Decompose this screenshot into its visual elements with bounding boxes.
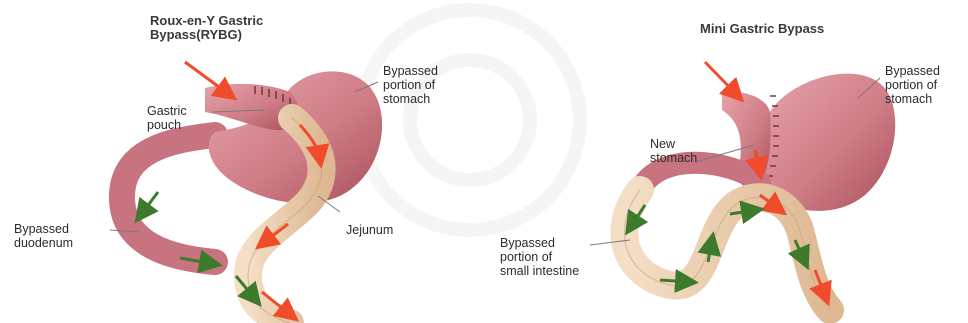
mgb-duodenum bbox=[640, 163, 760, 190]
label-mgb-bypassed-stomach: Bypassed portion of stomach bbox=[885, 64, 940, 106]
label-rygb-bypassed-stomach: Bypassed portion of stomach bbox=[383, 64, 438, 106]
green-flow-arrow-icon bbox=[140, 192, 158, 216]
mgb-title: Mini Gastric Bypass bbox=[700, 22, 824, 36]
label-jejunum: Jejunum bbox=[346, 223, 393, 237]
green-flow-arrow-icon bbox=[660, 280, 690, 282]
rygb-anatomy bbox=[110, 62, 382, 323]
mgb-anatomy bbox=[590, 62, 895, 310]
rygb-title-line-1: Roux-en-Y Gastric bbox=[150, 14, 263, 28]
red-flow-arrow-icon bbox=[705, 62, 738, 96]
rygb-duodenum bbox=[122, 135, 215, 262]
label-gastric-pouch: Gastric pouch bbox=[147, 104, 187, 132]
label-bypassed-small-intestine: Bypassed portion of small intestine bbox=[500, 236, 579, 278]
label-bypassed-duodenum: Bypassed duodenum bbox=[14, 222, 73, 250]
background-ornament bbox=[360, 10, 580, 230]
rygb-title: Roux-en-Y Gastric Bypass(RYBG) bbox=[150, 14, 263, 42]
rygb-title-line-2: Bypass(RYBG) bbox=[150, 28, 263, 42]
label-new-stomach: New stomach bbox=[650, 137, 697, 165]
